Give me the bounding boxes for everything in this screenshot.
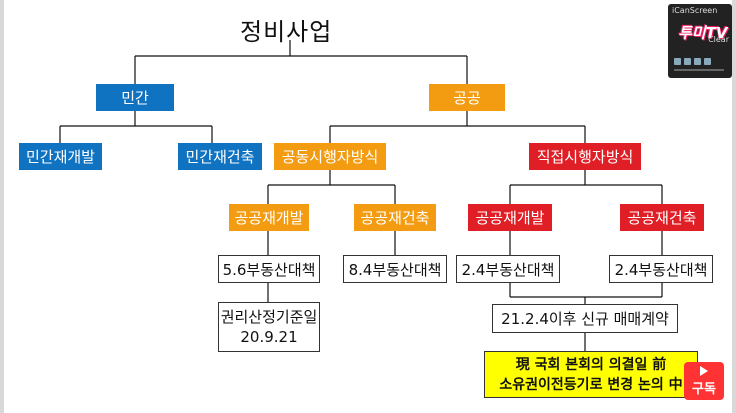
node-direct-redevelopment: 공공재개발 (468, 204, 552, 231)
node-measure-24-redevelopment: 2.4부동산대책 (456, 255, 560, 283)
node-private-redevelopment: 민간재개발 (19, 143, 102, 170)
node-base-date: 권리산정기준일 20.9.21 (218, 302, 320, 352)
node-joint-redevelopment: 공공재개발 (229, 204, 309, 231)
diagram-title: 정비사업 (240, 18, 333, 46)
left-edge (0, 0, 4, 413)
node-measure-84: 8.4부동산대책 (343, 255, 447, 283)
assembly-note-line1: 現 국회 본회의 의결일 前 (515, 356, 667, 373)
widget-slider[interactable] (674, 69, 724, 71)
node-private: 민간 (96, 84, 174, 111)
node-measure-24-reconstruction: 2.4부동산대책 (609, 255, 713, 283)
node-private-reconstruction: 민간재건축 (178, 143, 262, 170)
play-icon (700, 366, 708, 376)
widget-toolbar[interactable] (674, 58, 711, 65)
subscribe-label: 구독 (692, 382, 716, 397)
node-joint-method: 공동시행자방식 (274, 143, 386, 170)
channel-logo: 투미TV (678, 24, 728, 42)
base-date-line1: 권리산정기준일 (220, 308, 318, 326)
screen-recorder-widget[interactable]: iCanScreen 투미TV Clear (668, 4, 732, 78)
youtube-subscribe-button[interactable]: 구독 (684, 362, 724, 400)
right-edge (732, 0, 736, 413)
pen-icon[interactable] (674, 58, 681, 65)
node-direct-reconstruction: 공공재건축 (620, 204, 704, 231)
base-date-line2: 20.9.21 (240, 328, 298, 346)
assembly-note-line2: 소유권이전등기로 변경 논의 中 (499, 376, 683, 393)
color-icon[interactable] (694, 58, 701, 65)
widget-clear-button[interactable]: Clear (708, 35, 729, 44)
node-measure-56: 5.6부동산대책 (218, 255, 320, 283)
eraser-icon[interactable] (704, 58, 711, 65)
widget-title: iCanScreen (672, 6, 718, 15)
node-direct-method: 직접시행자방식 (529, 143, 641, 170)
node-public: 공공 (429, 84, 505, 111)
node-joint-reconstruction: 공공재건축 (354, 204, 436, 231)
node-assembly-note: 現 국회 본회의 의결일 前 소유권이전등기로 변경 논의 中 (484, 351, 698, 398)
node-contract-note: 21.2.4이후 신규 매매계약 (492, 304, 678, 333)
shape-icon[interactable] (684, 58, 691, 65)
